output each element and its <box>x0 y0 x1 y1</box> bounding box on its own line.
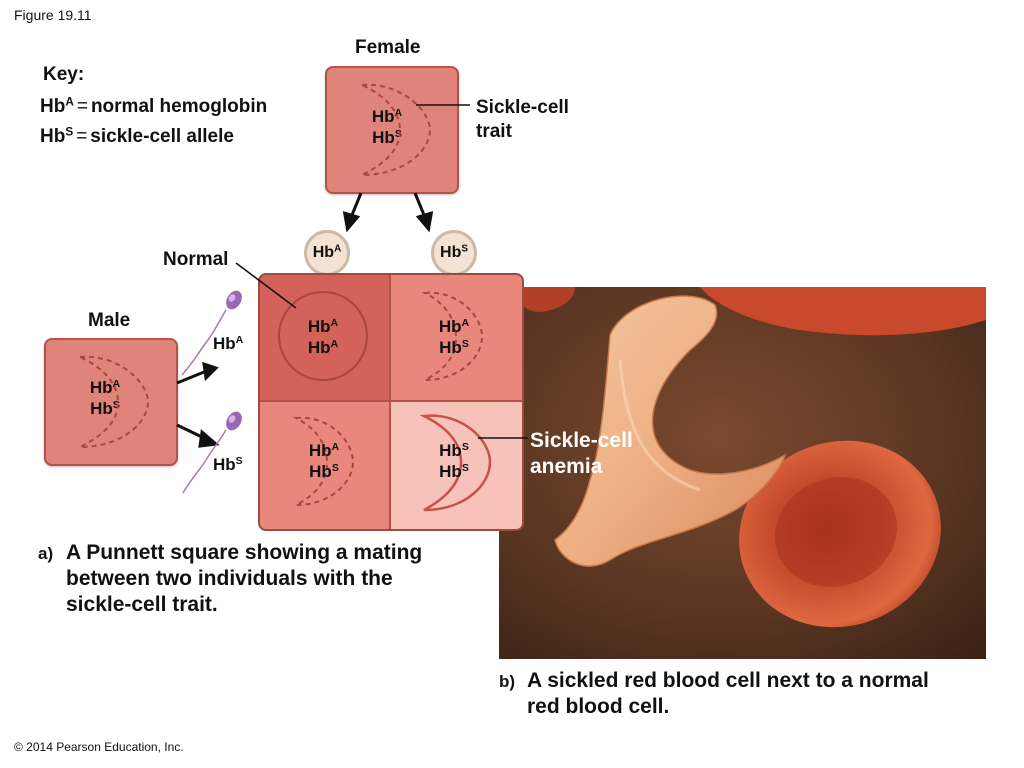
caption-b-letter: b) <box>499 672 516 691</box>
male-label: Male <box>88 310 131 331</box>
key-row-normal: HbA=normal hemoglobin <box>40 95 268 117</box>
figure-label: Figure 19.11 <box>14 7 92 23</box>
female-label: Female <box>355 37 421 58</box>
caption-a: a) A Punnett square showing a mating bet… <box>38 541 423 616</box>
copyright: © 2014 Pearson Education, Inc. <box>14 740 184 754</box>
sperm-icon-a <box>181 290 242 376</box>
female-genotype: HbA HbS <box>371 107 403 147</box>
male-gamete-s-label: HbS <box>213 455 243 474</box>
key-row-sickle: HbS=sickle-cell allele <box>40 125 234 147</box>
anemia-label: Sickle-cell anemia <box>530 429 633 478</box>
punnett-square <box>258 273 524 531</box>
male-gamete-a-label: HbA <box>213 334 244 353</box>
male-genotype: HbA HbS <box>89 378 121 418</box>
punnett-genotype-as-bottom: HbA HbS <box>308 441 340 481</box>
caption-b: b) A sickled red blood cell next to a no… <box>499 669 929 718</box>
female-gamete-s: HbS <box>431 230 477 276</box>
normal-rbc <box>739 440 941 628</box>
female-gamete-a: HbA <box>304 230 350 276</box>
top-rbc <box>700 287 986 336</box>
punnett-genotype-as-top: HbA HbS <box>438 317 470 357</box>
sperm-icon-s <box>182 411 242 494</box>
key-title: Key: <box>43 64 85 85</box>
sickle-trait-label: Sickle-cell trait <box>476 97 569 142</box>
normal-label: Normal <box>163 249 229 270</box>
punnett-genotype-ss: HbS HbS <box>439 441 469 481</box>
caption-a-letter: a) <box>38 544 54 563</box>
punnett-genotype-aa: HbA HbA <box>307 317 339 357</box>
